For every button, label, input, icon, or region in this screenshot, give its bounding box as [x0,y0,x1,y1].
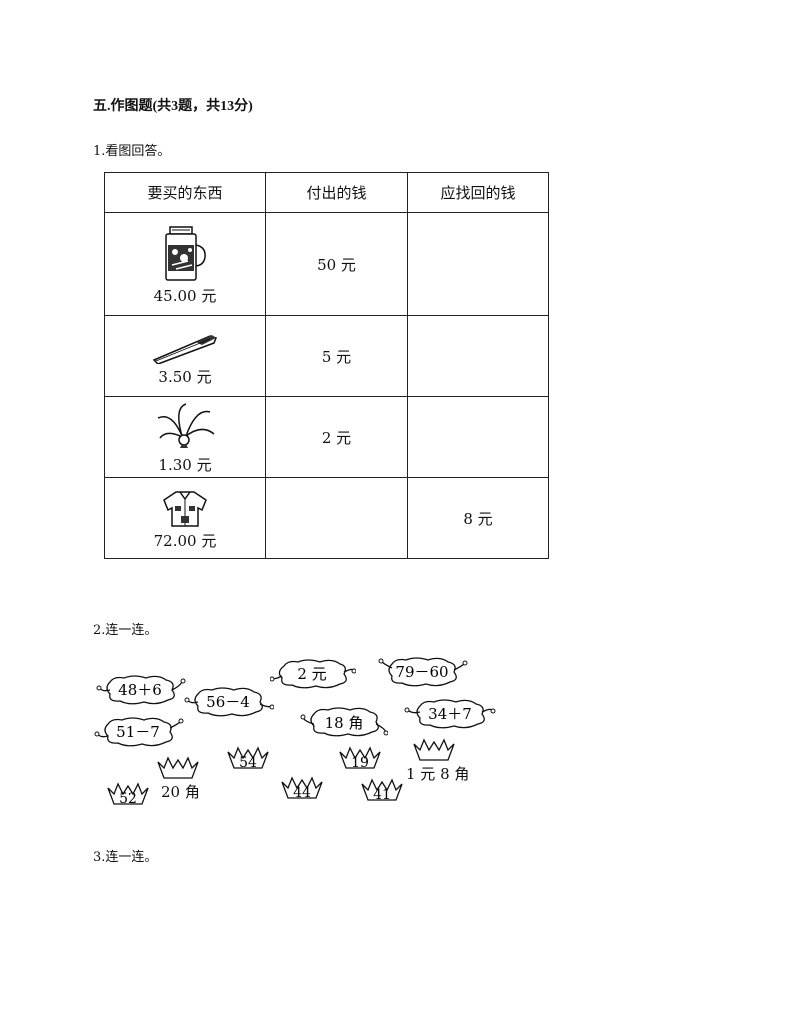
change-cell: 8 元 [407,477,549,559]
grass-label: 52 [119,791,137,806]
grass-shape: 52 [107,782,149,807]
paid-cell [265,477,408,559]
jar-icon [165,225,206,281]
shuttlecock-icon [157,402,215,448]
cloud-shape: 2 元 [269,659,357,689]
question-3-title: 3.连一连。 [93,850,158,865]
cloud-item[interactable]: 51－7 [94,716,184,752]
cloud-item[interactable]: 48＋6 [96,674,186,710]
question-2-title: 2.连一连。 [93,623,158,638]
item-cell-shuttlecock: 1.30 元 [104,396,266,478]
table-header-row: 要买的东西 付出的钱 应找回的钱 [104,172,549,213]
grass-item[interactable]: 54 [226,744,270,774]
grass-shape: 41 [361,778,403,803]
header-items: 要买的东西 [104,172,266,213]
header-change: 应找回的钱 [407,172,549,213]
change-cell [407,315,549,397]
cloud-shape: 34＋7 [404,699,496,729]
grass-label: 20 角 [161,783,200,801]
grass-shape: 44 [281,776,323,801]
cloud-shape: 51－7 [94,717,184,747]
cloud-item[interactable]: 18 角 [300,706,389,744]
cloud-label: 56－4 [206,693,250,711]
table-row: 72.00 元 8 元 [104,477,549,559]
cloud-label: 34＋7 [428,705,472,723]
grass-item[interactable]: 19 [338,744,382,774]
paid-cell: 2 元 [265,396,408,478]
cloud-shape: 48＋6 [96,675,186,705]
shopping-table: 要买的东西 付出的钱 应找回的钱 45.00 元 50 元 [104,172,549,559]
cloud-item[interactable]: 34＋7 [404,698,496,736]
item-cell-pen: 3.50 元 [104,315,266,397]
grass-item[interactable]: 41 [360,776,404,806]
grass-item[interactable]: 52 [106,780,150,810]
paid-cell: 5 元 [265,315,408,397]
cloud-label: 48＋6 [118,681,162,699]
item-price: 45.00 元 [153,286,217,305]
grass-shape: 54 [227,746,269,771]
cloud-label: 51－7 [116,723,160,741]
grass-label: 44 [293,785,311,800]
grass-shape [413,738,455,761]
grass-shape: 19 [339,746,381,771]
pen-icon [152,334,217,364]
item-cell-shirt: 72.00 元 [104,477,266,559]
change-cell [407,212,549,316]
cloud-label: 2 元 [297,665,326,683]
grass-item[interactable]: 44 [280,774,324,804]
item-price: 1.30 元 [158,455,212,474]
header-paid: 付出的钱 [265,172,408,213]
cloud-label: 18 角 [325,714,364,732]
cloud-item[interactable]: 56－4 [184,686,275,724]
cloud-item[interactable]: 79－60 [378,656,468,694]
grass-label: 19 [351,755,369,770]
paid-cell: 50 元 [265,212,408,316]
cloud-item[interactable]: 2 元 [269,658,357,694]
grass-label: 54 [239,755,257,770]
table-row: 1.30 元 2 元 [104,396,549,478]
item-price: 3.50 元 [158,367,212,386]
cloud-shape: 56－4 [184,687,275,717]
grass-shape [157,756,199,779]
table-row: 45.00 元 50 元 [104,212,549,316]
grass-item[interactable] [412,736,456,766]
shirt-icon [163,490,207,527]
cloud-label: 79－60 [395,663,448,681]
grass-item[interactable] [156,754,200,784]
section-title: 五.作图题(共3题，共13分) [93,99,253,114]
item-cell-jar: 45.00 元 [104,212,266,316]
question-1-title: 1.看图回答。 [93,144,171,159]
table-row: 3.50 元 5 元 [104,315,549,397]
item-price: 72.00 元 [153,531,217,550]
grass-label: 41 [373,787,391,802]
grass-label: 1 元 8 角 [406,765,470,783]
change-cell [407,396,549,478]
cloud-shape: 79－60 [378,657,468,687]
cloud-shape: 18 角 [300,707,389,737]
